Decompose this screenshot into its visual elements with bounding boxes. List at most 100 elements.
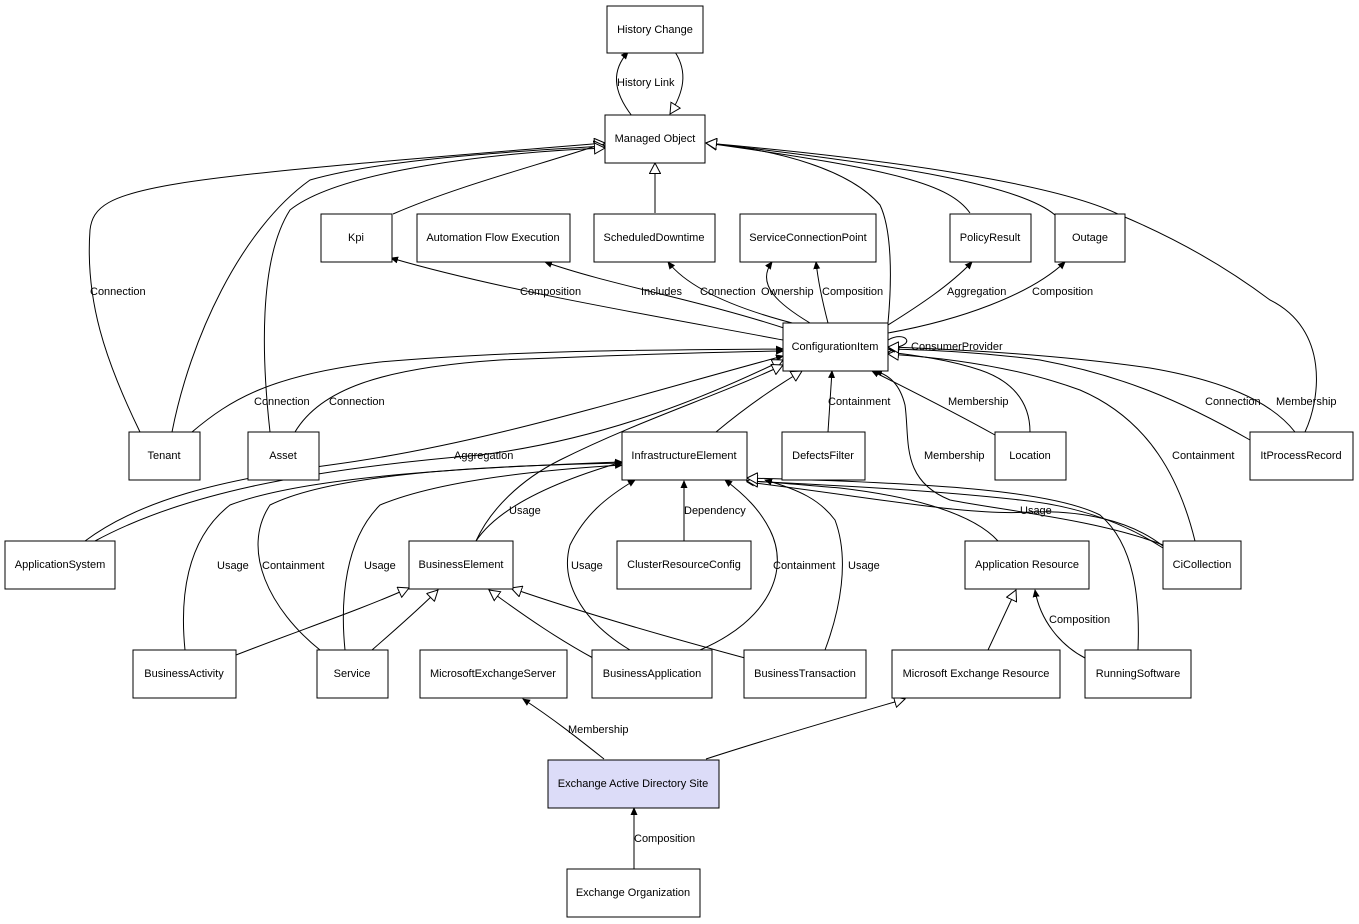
edge-label: Dependency: [684, 505, 746, 517]
node-automation-flow-execution[interactable]: Automation Flow Execution: [416, 213, 571, 263]
node-microsoft-exchange-server[interactable]: MicrosoftExchangeServer: [419, 649, 568, 699]
node-managed-object[interactable]: Managed Object: [604, 114, 706, 164]
edge-label: Connection: [254, 396, 310, 408]
node-running-software[interactable]: RunningSoftware: [1084, 649, 1192, 699]
node-label: Tenant: [147, 450, 180, 462]
node-kpi[interactable]: Kpi: [320, 213, 393, 263]
node-business-transaction[interactable]: BusinessTransaction: [743, 649, 867, 699]
edge-crc-ie: Dependency: [680, 480, 746, 541]
edge-label: History Link: [617, 77, 675, 89]
edge-ci-sd: Connection: [667, 261, 801, 326]
node-application-resource[interactable]: Application Resource: [964, 540, 1090, 590]
node-exchange-organization[interactable]: Exchange Organization: [566, 868, 701, 918]
edge-eo-eads: Composition: [630, 807, 695, 869]
node-service-connection-point[interactable]: ServiceConnectionPoint: [739, 213, 877, 263]
edge-ci-scp-ownership: Ownership: [761, 261, 814, 324]
edge-tenant-mo-connection: Connection: [90, 286, 146, 298]
edges: History Link Connection Composition Incl…: [84, 51, 1337, 869]
edge-label: Aggregation: [947, 286, 1006, 298]
node-label: Service: [334, 668, 371, 680]
node-label: BusinessApplication: [603, 668, 701, 680]
edge-ba-be: [235, 588, 409, 656]
node-application-system[interactable]: ApplicationSystem: [4, 540, 116, 590]
node-asset[interactable]: Asset: [247, 431, 320, 481]
node-defects-filter[interactable]: DefectsFilter: [781, 431, 866, 481]
edge-label: Usage: [848, 560, 880, 572]
edge-label: Connection: [90, 286, 146, 298]
node-ci-collection[interactable]: CiCollection: [1162, 540, 1242, 590]
edge-tenant-ci: Connection: [191, 345, 784, 433]
edge-be-ie: Usage: [475, 460, 623, 542]
node-label: RunningSoftware: [1096, 668, 1180, 680]
node-microsoft-exchange-resource[interactable]: Microsoft Exchange Resource: [891, 649, 1061, 699]
edge-bapp-be: [489, 590, 594, 659]
edge-asset-ci: Connection: [294, 347, 784, 433]
edge-be-ci: [475, 365, 783, 542]
edge-label: Containment: [773, 560, 835, 572]
node-label: CiCollection: [1173, 559, 1232, 571]
edge-itpr-ci: Connection Membership: [888, 347, 1337, 441]
node-label: Managed Object: [615, 133, 696, 145]
edge-appres-ie: [747, 481, 999, 542]
node-label: Asset: [269, 450, 297, 462]
edge-label: Connection: [1205, 396, 1261, 408]
edge-ci-outage: Composition: [887, 261, 1093, 334]
node-business-activity[interactable]: BusinessActivity: [132, 649, 237, 699]
node-scheduled-downtime[interactable]: ScheduledDowntime: [593, 213, 716, 263]
node-configuration-item[interactable]: ConfigurationItem: [782, 322, 889, 372]
node-history-change[interactable]: History Change: [606, 5, 704, 54]
edge-label: Usage: [571, 560, 603, 572]
node-label: MicrosoftExchangeServer: [430, 668, 556, 680]
edge-label: Connection: [329, 396, 385, 408]
node-label: BusinessElement: [419, 559, 504, 571]
node-service[interactable]: Service: [316, 649, 389, 699]
edge-label: Membership: [568, 724, 629, 736]
node-business-element[interactable]: BusinessElement: [408, 540, 514, 590]
edge-bapp-ie: Usage Containment: [567, 479, 835, 651]
edge-label: Includes: [641, 286, 682, 298]
node-label: Microsoft Exchange Resource: [903, 668, 1050, 680]
edge-label: Containment: [262, 560, 324, 572]
edge-location-ci: Membership: [871, 352, 1031, 436]
node-label: ScheduledDowntime: [604, 232, 705, 244]
edge-appsys-ci: Aggregation: [84, 354, 783, 542]
edge-label: ConsumerProvider: [911, 341, 1003, 353]
edge-label: Composition: [822, 286, 883, 298]
edge-ci-scp-composition: Composition: [813, 261, 883, 324]
node-label: PolicyResult: [960, 232, 1021, 244]
edge-defects-ci: Containment: [827, 370, 890, 433]
edge-label: Aggregation: [454, 450, 513, 462]
node-business-application[interactable]: BusinessApplication: [591, 649, 713, 699]
node-cluster-resource-config[interactable]: ClusterResourceConfig: [616, 540, 752, 590]
edge-eads-mes: Membership: [522, 698, 629, 760]
node-tenant[interactable]: Tenant: [128, 431, 201, 481]
edge-cicollection-ie: Usage: [747, 481, 1164, 549]
edge-rs-appres: Composition: [1032, 589, 1110, 659]
edge-label: Containment: [1172, 450, 1234, 462]
edge-label: Composition: [1032, 286, 1093, 298]
edge-label: Membership: [1276, 396, 1337, 408]
edge-label: Connection: [700, 286, 756, 298]
node-outage[interactable]: Outage: [1054, 213, 1126, 263]
node-label: ConfigurationItem: [792, 341, 879, 353]
edge-ci-kpi: Composition: [390, 256, 784, 341]
node-label: ItProcessRecord: [1260, 450, 1341, 462]
node-policy-result[interactable]: PolicyResult: [949, 213, 1032, 263]
node-label: ApplicationSystem: [15, 559, 106, 571]
edge-ie-ci: [715, 371, 802, 433]
node-infrastructure-element[interactable]: InfrastructureElement: [621, 431, 748, 481]
edge-history-link: History Link: [615, 51, 684, 117]
node-label: Exchange Active Directory Site: [558, 778, 708, 790]
node-label: InfrastructureElement: [631, 450, 736, 462]
node-exchange-active-directory-site[interactable]: Exchange Active Directory Site: [547, 759, 720, 809]
node-label: ClusterResourceConfig: [627, 559, 741, 571]
edge-label: Composition: [520, 286, 581, 298]
node-label: Automation Flow Execution: [426, 232, 559, 244]
edge-ci-afe: Includes: [544, 261, 791, 331]
edge-label: Membership: [948, 396, 1009, 408]
edge-label: Ownership: [761, 286, 814, 298]
edge-generalization-managed-object: [88, 143, 1317, 433]
node-it-process-record[interactable]: ItProcessRecord: [1249, 431, 1354, 481]
node-location[interactable]: Location: [994, 431, 1067, 481]
